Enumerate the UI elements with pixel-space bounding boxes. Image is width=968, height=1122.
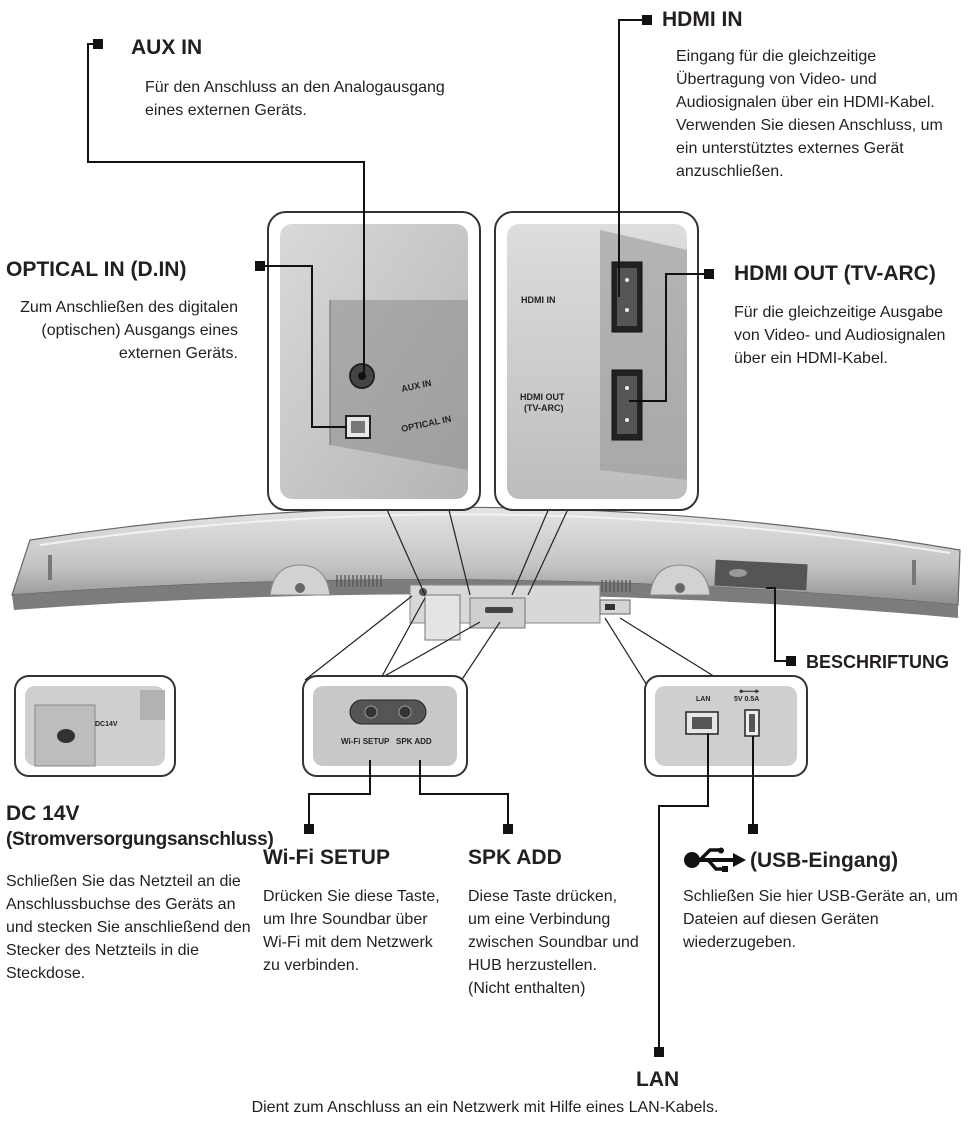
panel-dc14v-label: DC14V [95,721,118,728]
dc-title: DC 14V [6,802,80,826]
panel-hdmi-in-label: HDMI IN [521,295,556,305]
panel-aux-optical: AUX IN OPTICAL IN [268,212,480,510]
wifi-setup-description: Drücken Sie diese Taste, um Ihre Soundba… [263,885,453,977]
hdmi-out-title: HDMI OUT (TV-ARC) [734,262,936,286]
soundbar [12,507,960,640]
aux-in-description: Für den Anschluss an den Analogausgang e… [145,76,475,122]
panel-hdmi: HDMI IN HDMI OUT (TV-ARC) [495,212,698,510]
panel-buttons: Wi-Fi SETUP SPK ADD [303,676,467,776]
panel-dc: DC14V [15,676,175,776]
optical-in-title: OPTICAL IN (D.IN) [6,258,186,282]
panel-tv-arc-label: (TV-ARC) [524,403,564,413]
panel-lan-label: LAN [696,696,710,703]
hdmi-in-description: Eingang für die gleichzeitige Übertragun… [676,45,966,183]
wifi-setup-title: Wi-Fi SETUP [263,846,390,870]
panel-hdmi-out-label: HDMI OUT [520,392,565,402]
panel-spk-add-label: SPK ADD [396,737,432,746]
dc-description: Schließen Sie das Netzteil an die Anschl… [6,870,256,985]
usb-icon [683,847,747,873]
spk-add-title: SPK ADD [468,846,562,870]
aux-in-title: AUX IN [131,36,202,60]
spk-add-description: Diese Taste drücken, um eine Verbindung … [468,885,643,1000]
panel-usb-rating-label: 5V 0.5A [734,696,759,703]
lan-description: Dient zum Anschluss an ein Netzwerk mit … [160,1096,810,1119]
panel-lan-usb: LAN 5V 0.5A [645,676,807,776]
usb-title: (USB-Eingang) [750,849,898,873]
lan-title: LAN [636,1068,679,1092]
dc-subtitle: (Stromversorgungsanschluss) [6,828,273,852]
optical-in-description: Zum Anschließen des digitalen (optischen… [20,296,238,365]
hdmi-out-description: Für die gleichzeitige Ausgabe von Video-… [734,301,959,370]
usb-description: Schließen Sie hier USB-Geräte an, um Dat… [683,885,965,954]
beschriftung-title: BESCHRIFTUNG [806,650,949,674]
panel-wifi-setup-label: Wi-Fi SETUP [341,737,390,746]
hdmi-in-title: HDMI IN [662,8,743,32]
